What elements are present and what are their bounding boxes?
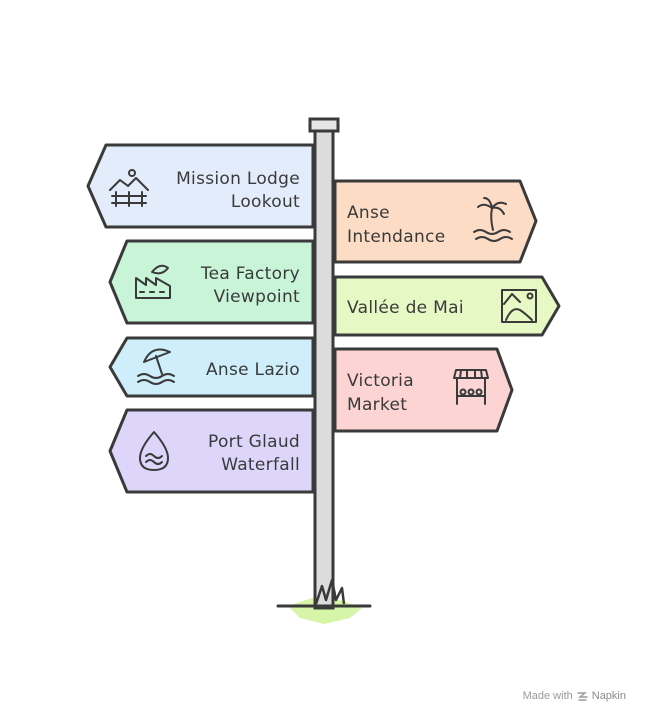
- sign-victoria-market: Victoria Market: [333, 347, 514, 433]
- sign-mission-lodge: Mission Lodge Lookout: [86, 143, 315, 229]
- sign-vallee-de-mai: Vallée de Mai: [333, 275, 561, 337]
- sign-tea-factory-line-2: Viewpoint: [214, 287, 300, 307]
- sign-mission-lodge-line-2: Lookout: [231, 192, 300, 212]
- market-stall-icon: [453, 369, 489, 405]
- sign-vallee-de-mai-line-1: Vallée de Mai: [347, 298, 464, 318]
- landscape-icon: [501, 289, 537, 323]
- sign-victoria-market-line-2: Market: [347, 395, 407, 415]
- palm-beach-icon: [473, 197, 513, 242]
- sign-port-glaud-line-2: Waterfall: [221, 455, 300, 475]
- watermark-brand: Napkin: [591, 690, 626, 702]
- sign-victoria-market-line-1: Victoria: [347, 371, 414, 391]
- sign-port-glaud: Port Glaud Waterfall: [108, 408, 315, 494]
- sign-tea-factory: Tea Factory Viewpoint: [108, 239, 315, 325]
- beach-umbrella-icon: [137, 348, 175, 385]
- sign-tea-factory-line-1: Tea Factory: [200, 264, 300, 284]
- sign-anse-intendance-line-1: Anse: [347, 203, 390, 223]
- sign-port-glaud-line-1: Port Glaud: [208, 432, 300, 452]
- sign-mission-lodge-line-1: Mission Lodge: [176, 169, 300, 189]
- sign-anse-intendance-line-2: Intendance: [347, 227, 445, 247]
- signpost-pole: [276, 117, 372, 610]
- napkin-logo-icon: [577, 691, 588, 701]
- made-with-napkin-watermark[interactable]: Made with Napkin: [523, 690, 626, 702]
- water-drop-icon: [139, 431, 169, 471]
- sign-anse-intendance: Anse Intendance: [333, 179, 538, 264]
- factory-leaf-icon: [135, 264, 171, 299]
- mountain-fence-icon: [109, 169, 149, 207]
- watermark-prefix: Made with: [522, 690, 573, 702]
- sign-anse-lazio: Anse Lazio: [108, 336, 315, 398]
- sign-anse-lazio-line-1: Anse Lazio: [206, 360, 300, 380]
